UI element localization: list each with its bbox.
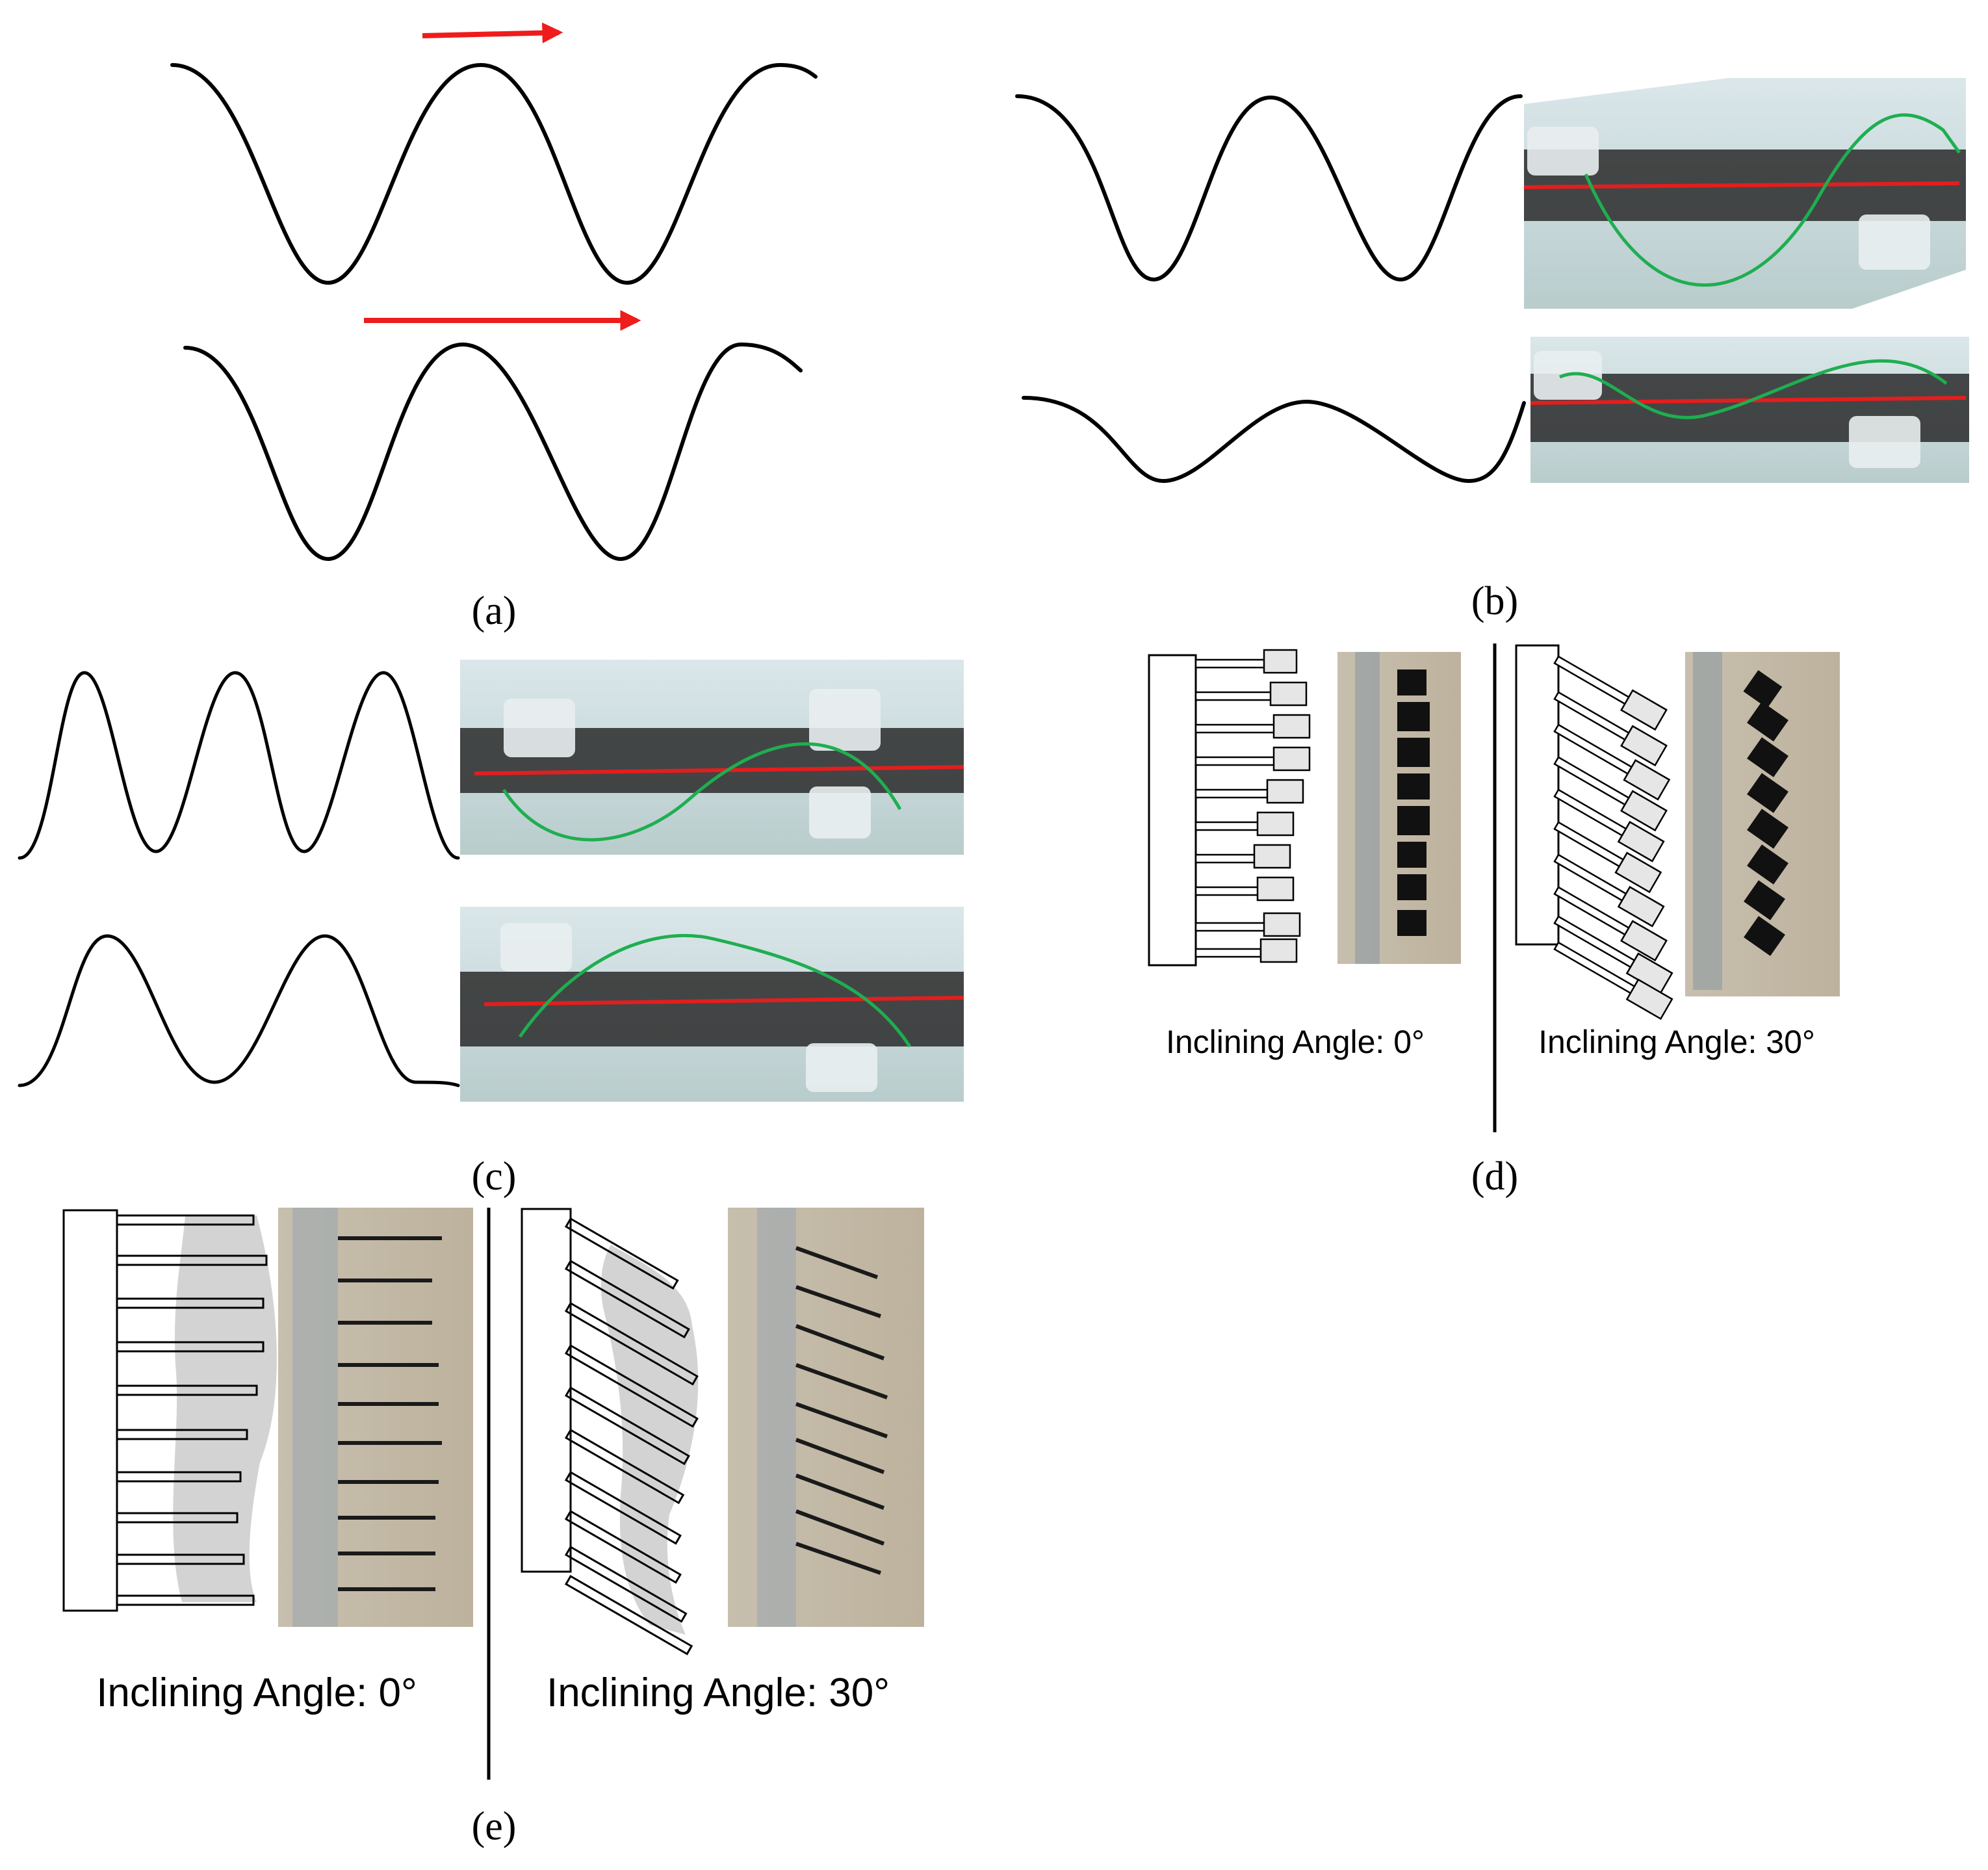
e-left-body <box>62 1209 118 1612</box>
d-left-body <box>1148 654 1197 967</box>
d-left-photo <box>1337 652 1461 964</box>
d-right-fins <box>1553 655 1673 1020</box>
d-left-fins <box>1194 649 1311 963</box>
e-right-photo <box>728 1208 924 1627</box>
d-right-body <box>1515 644 1560 946</box>
photo-c-top <box>460 660 964 855</box>
arrow-top <box>422 22 563 44</box>
label-e: (e) <box>472 1804 517 1849</box>
panel-b: (b) <box>1015 78 1969 623</box>
e-caption-left: Inclining Angle: 0° <box>96 1670 417 1715</box>
e-right-fins <box>564 1217 699 1656</box>
panel-e: Inclining Angle: 0° <box>62 1208 924 1849</box>
panel-c: (c) <box>18 660 964 1199</box>
wave-a-top <box>170 62 818 285</box>
e-left-shade <box>173 1215 277 1602</box>
e-left-fins <box>116 1214 268 1606</box>
label-b: (b) <box>1471 579 1518 623</box>
d-caption-left: Inclining Angle: 0° <box>1166 1024 1425 1060</box>
e-right-body <box>521 1208 572 1573</box>
panel-a: (a) <box>170 22 818 633</box>
wave-c-bottom <box>18 934 460 1087</box>
label-a: (a) <box>472 589 517 633</box>
wave-b-bottom <box>1022 396 1526 484</box>
label-d: (d) <box>1471 1154 1518 1199</box>
d-caption-right: Inclining Angle: 30° <box>1538 1024 1815 1060</box>
photo-b-bottom <box>1530 337 1969 483</box>
e-right-shade <box>600 1245 699 1635</box>
panel-d: Inclining Angle: 0° <box>1148 643 1840 1199</box>
wave-b-top <box>1015 94 1523 282</box>
d-right-photo <box>1685 652 1840 996</box>
wave-a-bottom <box>183 342 803 562</box>
e-left-photo <box>278 1208 473 1627</box>
label-c: (c) <box>472 1154 517 1199</box>
photo-c-bottom <box>460 907 964 1102</box>
photo-b-top <box>1523 78 1966 309</box>
e-caption-right: Inclining Angle: 30° <box>547 1670 890 1715</box>
wave-c-top <box>18 671 460 860</box>
